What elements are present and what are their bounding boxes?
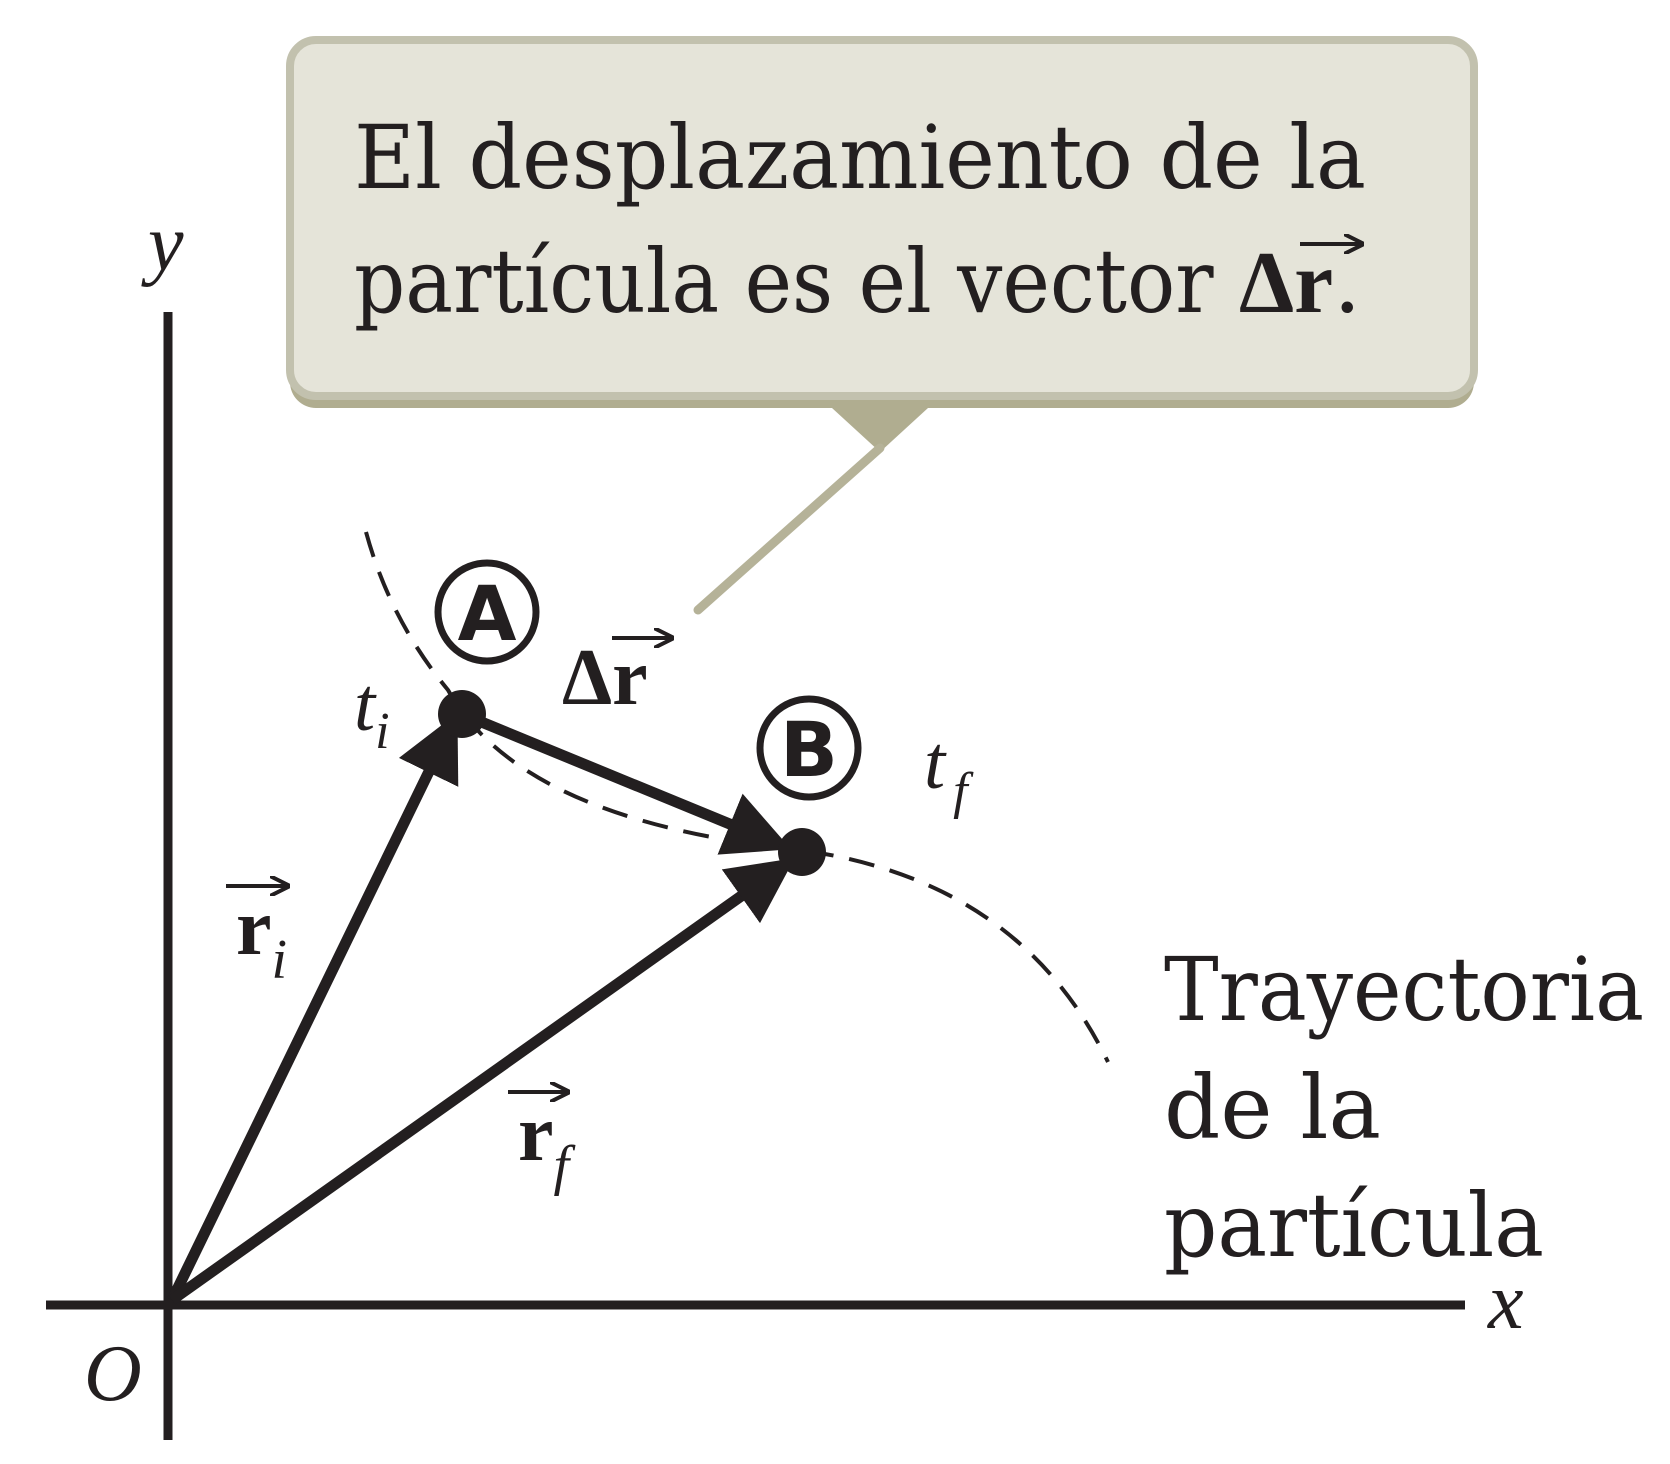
point-a-dot: [438, 690, 486, 738]
vectors: [167, 708, 796, 1305]
ri-letter: r: [236, 884, 272, 972]
callout-line2-text: partícula es el vector: [354, 230, 1239, 333]
ri-label: ri: [236, 884, 287, 991]
trajectory-label-line2: de la: [1164, 1056, 1381, 1159]
callout-box: [286, 36, 1478, 400]
delta-r-delta: Δ: [562, 634, 612, 722]
trajectory-label-line3: partícula: [1164, 1174, 1544, 1277]
callout-line2: partícula es el vector Δr.: [354, 230, 1361, 333]
point-b-letter: B: [780, 705, 838, 794]
point-a-letter: A: [458, 569, 517, 658]
vector-rf: [168, 855, 796, 1305]
callout: El desplazamiento de la partícula es el …: [286, 36, 1478, 615]
rf-label: rf: [518, 1090, 577, 1197]
point-b-time-main: t: [924, 721, 947, 805]
callout-pointer-line: [693, 443, 885, 615]
callout-line1: El desplazamiento de la: [354, 106, 1366, 209]
origin-label: O: [84, 1330, 142, 1418]
trajectory-label: Trayectoria de la partícula: [1164, 938, 1644, 1277]
callout-pointer: [832, 408, 928, 452]
point-a: A ti: [354, 559, 540, 760]
delta-r-label: Δr: [562, 634, 648, 722]
point-a-time-main: t: [354, 663, 377, 747]
point-b-time-sub: f: [953, 763, 974, 820]
rf-subscript: f: [554, 1135, 577, 1197]
vector-delta-r: [459, 708, 792, 855]
y-axis-label: y: [141, 200, 184, 288]
vector-ri: [167, 713, 461, 1303]
point-b-badge: [756, 695, 862, 801]
axes: y x O: [46, 200, 1524, 1440]
rf-letter: r: [518, 1090, 554, 1178]
point-a-time: ti: [354, 663, 390, 760]
delta-r-letter: r: [612, 634, 648, 722]
point-a-badge: [434, 559, 540, 665]
x-axis-label: x: [1487, 1258, 1524, 1346]
ri-subscript: i: [272, 929, 288, 991]
callout-vector-letter: r: [1294, 235, 1333, 332]
trajectory-label-line1: Trayectoria: [1164, 938, 1644, 1041]
trajectory-path: [364, 531, 1110, 1063]
callout-delta-symbol: Δ: [1239, 235, 1294, 332]
point-a-time-sub: i: [375, 703, 389, 760]
point-b-dot: [778, 828, 826, 876]
vector-labels: ri rf Δr: [226, 634, 672, 1197]
